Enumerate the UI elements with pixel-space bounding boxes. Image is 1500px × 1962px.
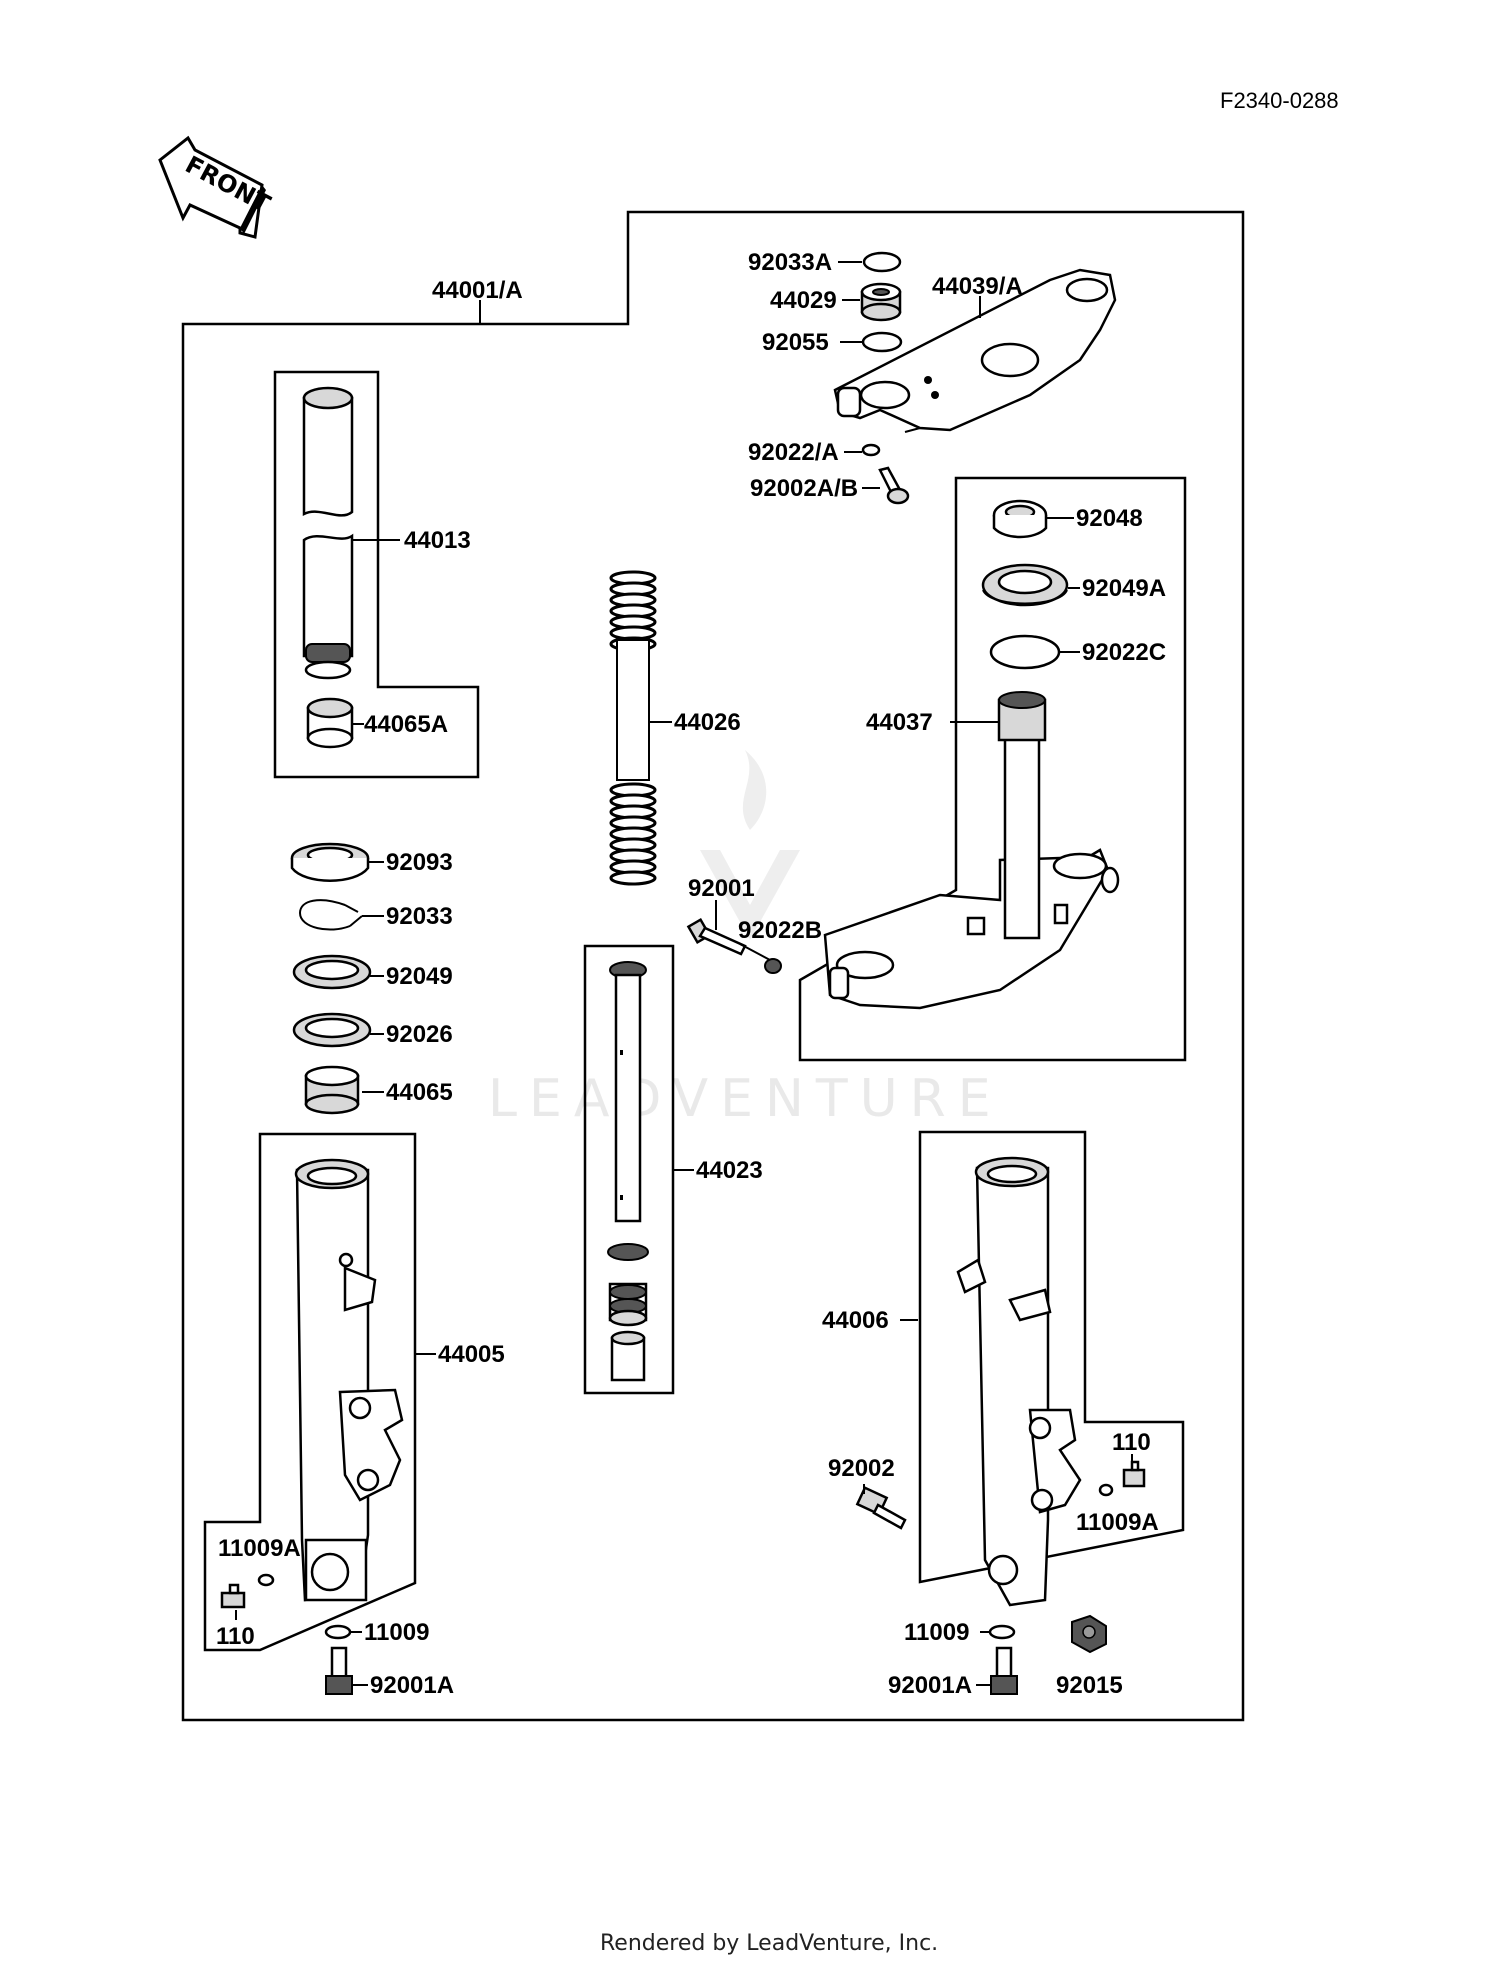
label-11009-right[interactable]: 11009 — [904, 1619, 969, 1646]
part-92033[interactable] — [298, 899, 363, 931]
label-110-left[interactable]: 110 — [216, 1623, 255, 1650]
part-92022C[interactable] — [989, 634, 1061, 670]
part-92015[interactable] — [1071, 1614, 1107, 1654]
label-92033A[interactable]: 92033A — [748, 249, 832, 276]
part-92001[interactable] — [686, 917, 747, 956]
label-44037[interactable]: 44037 — [866, 709, 933, 736]
spring-coil — [609, 870, 657, 886]
label-92048[interactable]: 92048 — [1076, 505, 1143, 532]
part-44065[interactable] — [304, 1065, 360, 1115]
front-arrow-icon: FRONT — [158, 135, 275, 239]
part-92001A-left[interactable] — [325, 1646, 353, 1695]
diagram-reference: F2340-0288 — [1220, 88, 1339, 113]
part-92026[interactable] — [292, 1012, 372, 1048]
part-44013-inner-tube[interactable] — [302, 386, 354, 680]
label-44001A[interactable]: 44001/A — [432, 277, 523, 304]
label-92033[interactable]: 92033 — [386, 903, 453, 930]
footer-text: Rendered by LeadVenture, Inc. — [600, 1931, 938, 1956]
part-92055[interactable] — [861, 331, 903, 353]
label-92002AB[interactable]: 92002A/B — [750, 475, 858, 502]
part-92022A[interactable] — [861, 443, 881, 457]
frame-44023 — [583, 944, 675, 1395]
part-92002AB[interactable] — [878, 466, 910, 505]
leadventure-watermark: LEADVENTURE — [488, 750, 1003, 1129]
part-11009A-left[interactable] — [257, 1573, 275, 1587]
label-92002[interactable]: 92002 — [828, 1455, 895, 1482]
part-92048[interactable] — [992, 499, 1048, 539]
label-44065A[interactable]: 44065A — [364, 711, 448, 738]
label-92093[interactable]: 92093 — [386, 849, 453, 876]
label-44039A[interactable]: 44039/A — [932, 273, 1023, 300]
part-92001A-right[interactable] — [990, 1646, 1018, 1695]
label-44023[interactable]: 44023 — [696, 1157, 763, 1184]
part-11009-right[interactable] — [988, 1624, 1016, 1640]
label-92055[interactable]: 92055 — [762, 329, 829, 356]
part-110-left[interactable] — [220, 1583, 246, 1609]
part-44029[interactable] — [860, 282, 902, 322]
part-92093[interactable] — [290, 842, 370, 882]
part-44026-spring[interactable] — [609, 570, 657, 886]
part-44065A[interactable] — [306, 697, 354, 749]
label-92022A[interactable]: 92022/A — [748, 439, 839, 466]
part-44039A-upper-bracket[interactable] — [833, 268, 1117, 433]
part-92033A[interactable] — [862, 251, 902, 273]
part-44023-damper-rod[interactable] — [607, 961, 649, 1382]
label-11009-left[interactable]: 11009 — [364, 1619, 429, 1646]
frame-44013 — [273, 370, 480, 779]
assembly-frame-44001A — [181, 210, 1245, 1722]
part-44037-steering-stem[interactable] — [823, 691, 1120, 1010]
label-92001A-left[interactable]: 92001A — [370, 1672, 454, 1699]
label-92015[interactable]: 92015 — [1056, 1672, 1123, 1699]
label-44006[interactable]: 44006 — [822, 1307, 889, 1334]
label-92022C[interactable]: 92022C — [1082, 639, 1166, 666]
label-92026[interactable]: 92026 — [386, 1021, 453, 1048]
label-92001[interactable]: 92001 — [688, 875, 755, 902]
part-92022B[interactable] — [764, 958, 782, 974]
label-92001A-right[interactable]: 92001A — [888, 1672, 972, 1699]
label-110-right[interactable]: 110 — [1112, 1429, 1151, 1456]
watermark-text: LEADVENTURE — [488, 1069, 1003, 1129]
label-11009A-right[interactable]: 11009A — [1076, 1509, 1159, 1536]
label-11009A-left[interactable]: 11009A — [218, 1535, 301, 1562]
part-11009A-right[interactable] — [1098, 1483, 1114, 1497]
part-110-right[interactable] — [1122, 1460, 1146, 1488]
label-44065[interactable]: 44065 — [386, 1079, 453, 1106]
label-92022B[interactable]: 92022B — [738, 917, 822, 944]
frame-44006 — [918, 1130, 1185, 1584]
frame-44037 — [798, 476, 1187, 1062]
part-44005-left-outer-tube[interactable] — [294, 1158, 404, 1602]
part-11009-left[interactable] — [324, 1624, 352, 1640]
part-92049A[interactable] — [981, 563, 1069, 607]
part-92002[interactable] — [855, 1486, 907, 1530]
label-44026[interactable]: 44026 — [674, 709, 741, 736]
label-44005[interactable]: 44005 — [438, 1341, 505, 1368]
label-44013[interactable]: 44013 — [404, 527, 471, 554]
frame-44005 — [203, 1132, 417, 1652]
part-44006-right-outer-tube[interactable] — [956, 1156, 1082, 1607]
label-44029[interactable]: 44029 — [770, 287, 837, 314]
label-92049A[interactable]: 92049A — [1082, 575, 1166, 602]
part-92049[interactable] — [292, 954, 372, 990]
label-92049[interactable]: 92049 — [386, 963, 453, 990]
